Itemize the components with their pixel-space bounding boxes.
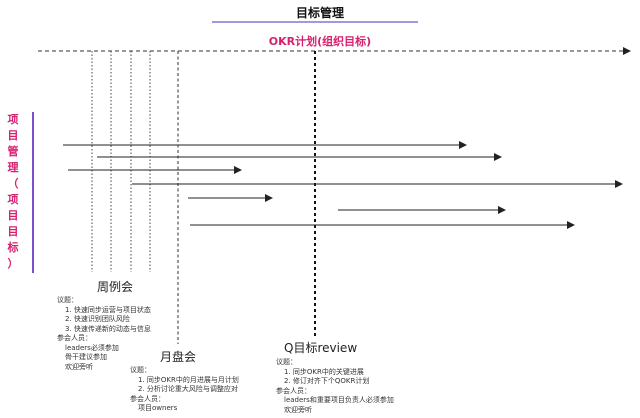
diagram-title: 目标管理 xyxy=(295,6,344,20)
note-line: 3. 快速传递新的动态与信息 xyxy=(65,324,151,333)
vertical-char: 目 xyxy=(7,225,19,238)
vertical-char: 目 xyxy=(7,209,19,222)
note-line: 议题： xyxy=(130,366,151,374)
vertical-char: 管 xyxy=(7,145,19,158)
vertical-char: 标 xyxy=(7,241,19,254)
note-line: 欢迎旁听 xyxy=(65,362,93,371)
vertical-char: 项 xyxy=(7,193,19,206)
vertical-char: 目 xyxy=(7,129,19,142)
note-line: 欢迎旁听 xyxy=(284,405,312,414)
note-line: leaders和重要项目负责人必须参加 xyxy=(284,396,394,404)
note-line: 参会人员： xyxy=(57,334,92,342)
vertical-char: 理 xyxy=(7,161,19,174)
note-line: 1. 同步OKR中的月进展与月计划 xyxy=(138,375,239,384)
note-line: 1. 快速同步运营与项目状态 xyxy=(65,305,151,314)
vertical-char: ） xyxy=(7,257,19,270)
monthly-meeting-notes: 议题： 1. 同步OKR中的月进展与月计划 2. 分析讨论重大风险与调整应对 参… xyxy=(130,366,239,414)
note-line: 骨干建议参加 xyxy=(65,353,107,361)
quarterly-review-title: Q目标review xyxy=(284,341,358,355)
note-line: 2. 分析讨论重大风险与调整应对 xyxy=(138,385,238,393)
weekly-meeting-title: 周例会 xyxy=(97,280,134,294)
note-line: 议题： xyxy=(276,358,297,366)
note-line: leaders必须参加 xyxy=(65,343,119,352)
note-line: 项目owners xyxy=(138,404,178,412)
monthly-meeting-title: 月盘会 xyxy=(160,350,197,364)
quarterly-review-notes: 议题： 1. 同步OKR中的关键进展 2. 修订对齐下个QOKR计划 参会人员：… xyxy=(276,358,394,415)
note-line: 2. 修订对齐下个QOKR计划 xyxy=(284,377,370,385)
note-line: 1. 同步OKR中的关键进展 xyxy=(284,367,364,376)
vertical-char: （ xyxy=(7,177,19,190)
vertical-char: 项 xyxy=(7,113,19,126)
project-management-vertical-label: 项 目 管 理 （ 项 目 目 标 ） xyxy=(2,112,24,272)
note-line: 参会人员： xyxy=(130,394,165,403)
okr-plan-label: OKR计划(组织目标) xyxy=(268,35,372,48)
note-line: 议题： xyxy=(57,296,78,304)
weekly-meeting-notes: 议题： 1. 快速同步运营与项目状态 2. 快速识别团队风险 3. 快速传递新的… xyxy=(57,296,151,372)
note-line: 2. 快速识别团队风险 xyxy=(65,315,130,323)
note-line: 参会人员： xyxy=(276,386,311,395)
